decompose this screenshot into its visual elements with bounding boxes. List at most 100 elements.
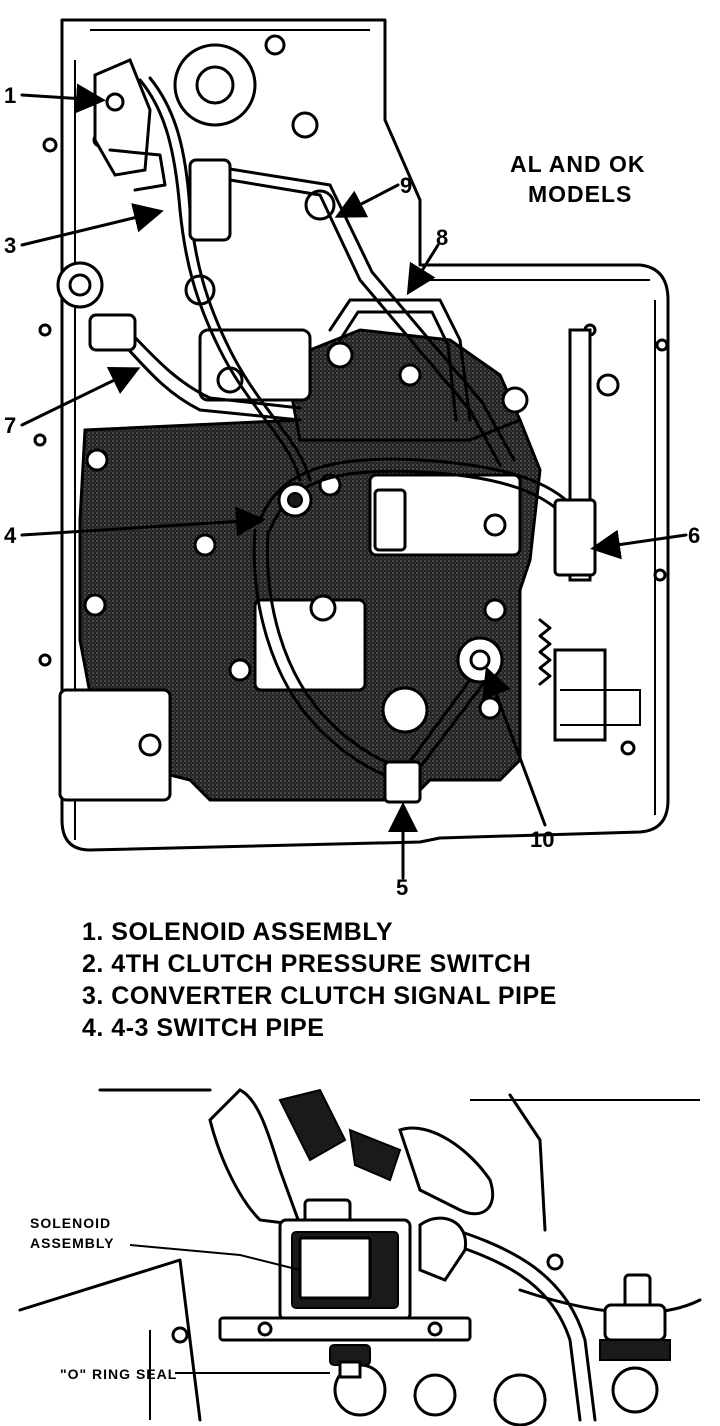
pipe-5-edge — [265, 530, 406, 770]
solenoid-coil-highlight — [298, 1236, 372, 1300]
switch-5 — [383, 760, 422, 804]
case-bolt — [546, 1253, 564, 1271]
pipe-right-edge — [438, 1223, 597, 1422]
callout-5: 5 — [396, 875, 408, 900]
housing — [58, 688, 172, 802]
bolt — [398, 363, 422, 387]
bolt — [228, 658, 252, 682]
fitting-6 — [553, 498, 597, 577]
boss — [413, 1373, 457, 1417]
arrow-6 — [590, 529, 688, 560]
bracket — [553, 648, 607, 742]
callout-4: 4 — [4, 523, 17, 548]
arrow-1 — [20, 83, 106, 114]
callout-3: 3 — [4, 233, 16, 258]
detail-labels: SOLENOID ASSEMBLY "O" RING SEAL — [30, 1215, 177, 1382]
case-outline — [60, 18, 670, 852]
right-fitting-body — [603, 1303, 667, 1342]
clip-4 — [373, 488, 407, 552]
o-ring-label: "O" RING SEAL — [60, 1366, 177, 1382]
boss — [33, 433, 47, 447]
finger-right — [398, 1126, 495, 1216]
callout-10: 10 — [530, 827, 554, 852]
boss-inner — [68, 273, 92, 297]
solenoid-label-line-2: ASSEMBLY — [30, 1235, 115, 1251]
callout-6: 6 — [688, 523, 700, 548]
boss — [655, 338, 669, 352]
converter-clutch-signal-pipe-edge — [148, 76, 312, 482]
case-bolt — [171, 1326, 189, 1344]
legend-item-3: 3. CONVERTER CLUTCH SIGNAL PIPE — [82, 982, 557, 1010]
arrow-9 — [334, 183, 400, 218]
callout-labels: 1 3 7 4 9 8 6 10 5 — [4, 83, 700, 900]
thumb — [418, 1216, 467, 1282]
boss — [596, 373, 620, 397]
legend-item-4: 4. 4-3 SWITCH PIPE — [82, 1014, 324, 1042]
bolt — [478, 696, 502, 720]
plug — [381, 686, 429, 734]
housing — [253, 598, 367, 692]
boss-inner — [195, 65, 235, 105]
solenoid-detail-illustration — [18, 1088, 702, 1426]
callout-9: 9 — [400, 173, 412, 198]
bolt — [483, 513, 507, 537]
arrow-7 — [20, 367, 141, 427]
bolt — [483, 598, 507, 622]
boss — [493, 1373, 547, 1426]
boss — [291, 111, 319, 139]
callout-1: 1 — [4, 83, 16, 108]
arrow-10 — [482, 666, 547, 827]
bolt — [193, 533, 217, 557]
boss — [653, 568, 667, 582]
model-header: AL AND OK MODELS — [510, 151, 646, 207]
boss — [264, 34, 286, 56]
bolt — [85, 448, 109, 472]
4-3-switch-pipe — [258, 457, 582, 522]
callout-7: 7 — [4, 413, 16, 438]
header-line-2: MODELS — [528, 181, 632, 207]
o-ring-stem — [338, 1360, 362, 1379]
solenoid-label-line-1: SOLENOID — [30, 1215, 111, 1231]
arrow-8 — [406, 243, 440, 296]
finger-shading — [278, 1088, 347, 1162]
legend: 1. SOLENOID ASSEMBLY 2. 4TH CLUTCH PRESS… — [82, 918, 557, 1042]
pipe-9 — [198, 173, 502, 467]
spring — [538, 618, 552, 686]
bracket-9 — [188, 158, 232, 242]
boss — [38, 323, 52, 337]
case-edge — [508, 1093, 547, 1232]
clip-7 — [88, 313, 137, 352]
boss — [620, 740, 636, 756]
boss — [42, 137, 58, 153]
pipe-5 — [252, 528, 402, 782]
bolt — [138, 733, 162, 757]
mount-hole — [257, 1321, 273, 1337]
pipe-8 — [328, 298, 472, 422]
fitting-4-inner — [287, 492, 303, 508]
solenoid-mount-plate — [218, 1316, 472, 1342]
right-fitting-base — [599, 1339, 671, 1361]
case-edge — [18, 1258, 202, 1422]
leader-solenoid — [129, 1244, 301, 1271]
valve-body-illustration — [33, 18, 670, 852]
bolt — [309, 594, 337, 622]
legend-item-2: 2. 4TH CLUTCH PRESSURE SWITCH — [82, 950, 531, 978]
converter-clutch-signal-pipe — [138, 78, 302, 482]
mount-hole — [427, 1321, 443, 1337]
pipe-9-edge — [203, 163, 516, 462]
boss — [38, 653, 52, 667]
header-line-1: AL AND OK — [510, 151, 646, 177]
callout-8: 8 — [436, 225, 448, 250]
finger-shading — [348, 1128, 402, 1182]
bracket-lip — [560, 689, 641, 726]
solenoid-bolt — [105, 92, 125, 112]
bolt — [326, 341, 354, 369]
bolt — [501, 386, 529, 414]
case-inner-edge — [74, 29, 656, 840]
valve-body-upper — [283, 328, 523, 442]
legend-item-1: 1. SOLENOID ASSEMBLY — [82, 918, 393, 946]
arrow-3 — [20, 203, 164, 247]
solenoid-assembly — [93, 58, 152, 177]
pressure-switch-10-inner — [469, 649, 491, 671]
